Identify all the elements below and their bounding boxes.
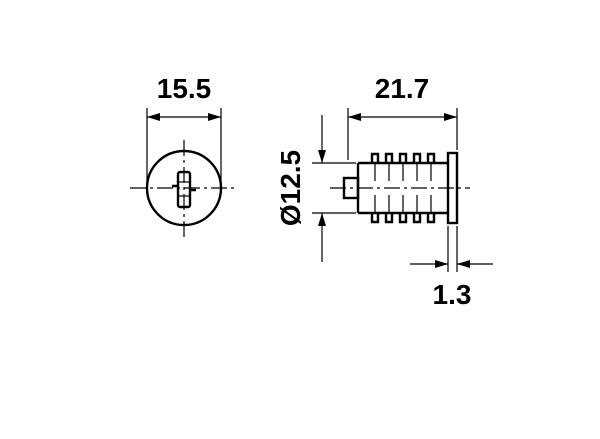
flange-dimension-label: 1.3 <box>433 279 472 310</box>
cylinder-face-circle <box>145 149 223 227</box>
flange-arrow-left <box>435 260 448 268</box>
side-view: 21.7 Ø12.5 1.3 <box>275 73 493 310</box>
lower-tumbler-pins <box>370 195 436 224</box>
length-arrow-left <box>348 113 361 121</box>
diameter-arrow-bottom <box>318 213 326 226</box>
length-arrow-right <box>444 113 457 121</box>
diameter-dimension-label: Ø12.5 <box>275 150 306 226</box>
width-dimension-label: 15.5 <box>157 73 212 104</box>
keyway-icon <box>172 170 196 209</box>
flange-plate <box>446 151 459 225</box>
width-arrow-left <box>147 113 160 121</box>
front-view: 15.5 <box>130 73 235 238</box>
upper-tumbler-pins <box>370 152 436 181</box>
diameter-arrow-top <box>318 150 326 163</box>
cylinder-knob <box>342 176 360 200</box>
length-dimension-label: 21.7 <box>375 73 430 104</box>
width-arrow-right <box>208 113 221 121</box>
flange-arrow-right <box>457 260 470 268</box>
